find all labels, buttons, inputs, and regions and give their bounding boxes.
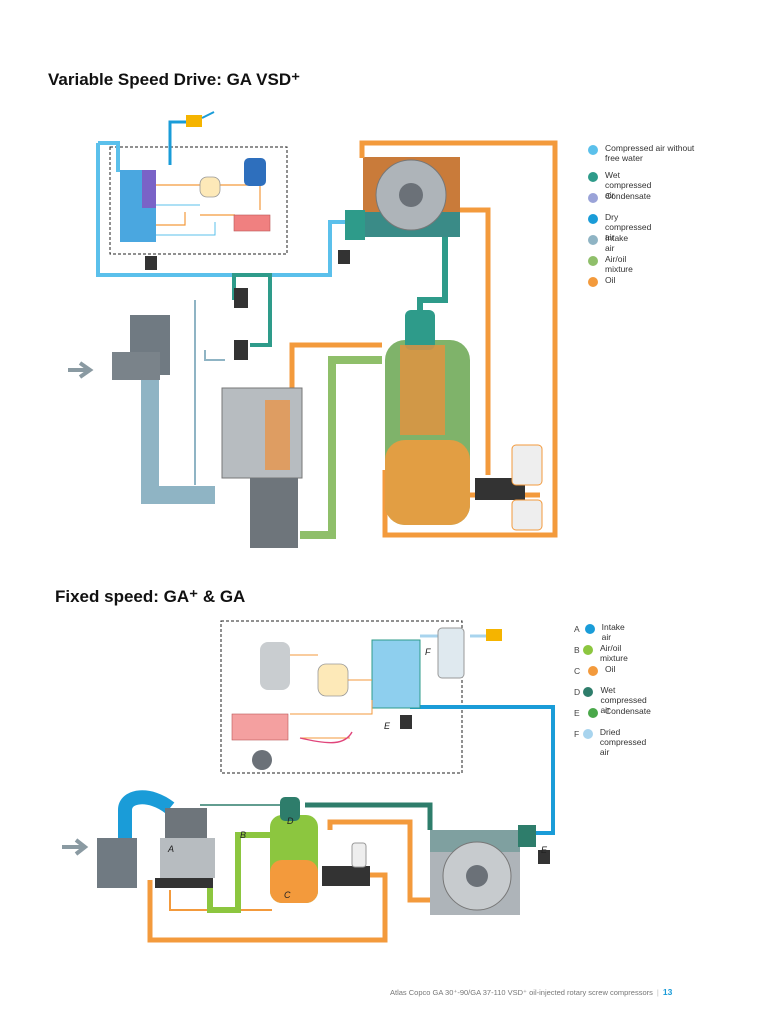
compressed-air-pipe <box>96 143 348 277</box>
legend-label: Dried compressed air <box>599 727 647 757</box>
legend-swatch <box>582 729 593 739</box>
legend-label: Intake air <box>605 233 629 253</box>
legend-label: Intake air <box>601 622 625 642</box>
legend-item: Oil <box>588 275 615 287</box>
separator-vessel <box>199 176 221 198</box>
legend-label: Condensate <box>605 706 651 716</box>
legend-swatch <box>584 624 595 634</box>
legend-label: Air/oil mixture <box>599 643 628 663</box>
dryer-heat-exchanger <box>371 639 421 709</box>
separator-drain-icon <box>538 850 550 864</box>
legend-letter: C <box>574 666 581 676</box>
water-separator <box>345 210 365 240</box>
dryer-fan <box>252 750 272 770</box>
compressor-element <box>250 478 298 548</box>
legend-swatch <box>588 277 598 287</box>
legend-swatch <box>588 145 598 155</box>
legend-item: Condensate <box>588 191 651 203</box>
legend-letter: E <box>574 708 580 718</box>
air-filter <box>97 838 137 888</box>
legend-swatch <box>583 687 594 697</box>
legend-letter: A <box>574 624 580 634</box>
intake-arrow-icon <box>62 838 89 856</box>
page-number: 13 <box>662 987 673 997</box>
legend-item: Wet compressed air <box>588 170 651 200</box>
legend-item: F Dried compressed air <box>574 727 651 757</box>
intake-arrow-icon <box>68 361 94 379</box>
outlet-valve-icon <box>186 115 202 127</box>
dry-air-outlet-pipe <box>168 120 192 165</box>
legend-item: Dry compressed air <box>588 212 651 242</box>
label-e-2: E <box>541 845 548 855</box>
legend-letter: D <box>574 687 581 697</box>
legend-letter: F <box>574 729 580 739</box>
outlet-filter <box>437 627 465 679</box>
legend-label: Air/oil mixture <box>605 254 633 274</box>
refrigerant-receiver <box>260 642 290 690</box>
label-c: C <box>284 890 291 900</box>
section-title-fixed-speed: Fixed speed: GA⁺ & GA <box>55 587 246 606</box>
legend-label: Wet compressed air <box>600 685 647 715</box>
legend-item: Compressed air without free water <box>588 143 695 163</box>
label-b: B <box>240 830 246 840</box>
legend-label: Wet compressed air <box>605 170 652 200</box>
label-f: F <box>425 647 431 657</box>
outlet-valve-icon <box>486 629 502 641</box>
legend-item: Intake air <box>588 233 628 253</box>
legend-label: Condensate <box>605 191 651 201</box>
legend-swatch <box>588 214 598 224</box>
valve-icon <box>234 288 248 308</box>
air-oil-mixture-pipe <box>207 832 270 913</box>
legend-letter: B <box>574 645 580 655</box>
refrigerant-receiver <box>244 158 266 186</box>
oil-filter <box>351 842 367 868</box>
oil-return-pipe <box>147 872 388 943</box>
legend-swatch <box>588 235 598 245</box>
dryer-box <box>109 146 288 255</box>
water-separator <box>518 825 536 847</box>
thermostatic-valve <box>322 866 370 886</box>
footer-separator: | <box>656 988 659 997</box>
vsd-diagram <box>68 111 558 548</box>
legend-item: C Oil <box>574 664 615 676</box>
legend-item: A Intake air <box>574 622 628 642</box>
footer-caption: Atlas Copco GA 30⁺-90/GA 37-110 VSD⁺ oil… <box>390 988 653 997</box>
air-oil-mixture-pipe <box>300 356 382 539</box>
legend-label: Compressed air without free water <box>605 143 695 163</box>
legend-label: Oil <box>605 275 616 285</box>
legend-swatch <box>588 256 598 266</box>
label-d: D <box>287 816 294 826</box>
dried-air-pipe <box>410 705 555 835</box>
dryer-drain-icon <box>145 256 157 270</box>
wet-air-pipe <box>305 802 433 830</box>
legend-label: Dry compressed air <box>605 212 652 242</box>
page-footer: Atlas Copco GA 30⁺-90/GA 37-110 VSD⁺ oil… <box>390 987 672 997</box>
separator-drain-icon <box>338 250 350 264</box>
legend-swatch <box>582 645 593 655</box>
legend-swatch <box>588 193 598 203</box>
condenser-coil <box>231 713 289 741</box>
legend-swatch <box>588 666 598 676</box>
label-a: A <box>167 844 174 854</box>
oil-return-pipe <box>359 140 558 538</box>
legend-swatch <box>588 708 598 718</box>
legend-label: Oil <box>605 664 616 674</box>
condenser-coil <box>233 214 271 232</box>
label-e: E <box>384 721 391 731</box>
intake-air-pipe <box>141 380 215 504</box>
motor <box>165 808 207 838</box>
legend-item: B Air/oil mixture <box>574 643 633 663</box>
fixed-speed-diagram: A B C D E E F <box>62 620 555 943</box>
legend-item: E Condensate <box>574 706 651 718</box>
legend-item: Air/oil mixture <box>588 254 633 274</box>
dryer-drain-icon <box>400 715 412 729</box>
dryer-box <box>220 620 463 774</box>
legend-item: D Wet compressed air <box>574 685 651 715</box>
oil-filter <box>511 499 543 531</box>
intake-air-pipe <box>118 790 175 850</box>
compressor-element <box>160 838 215 878</box>
section-title-vsd: Variable Speed Drive: GA VSD⁺ <box>48 70 301 89</box>
legend-swatch <box>588 172 598 182</box>
